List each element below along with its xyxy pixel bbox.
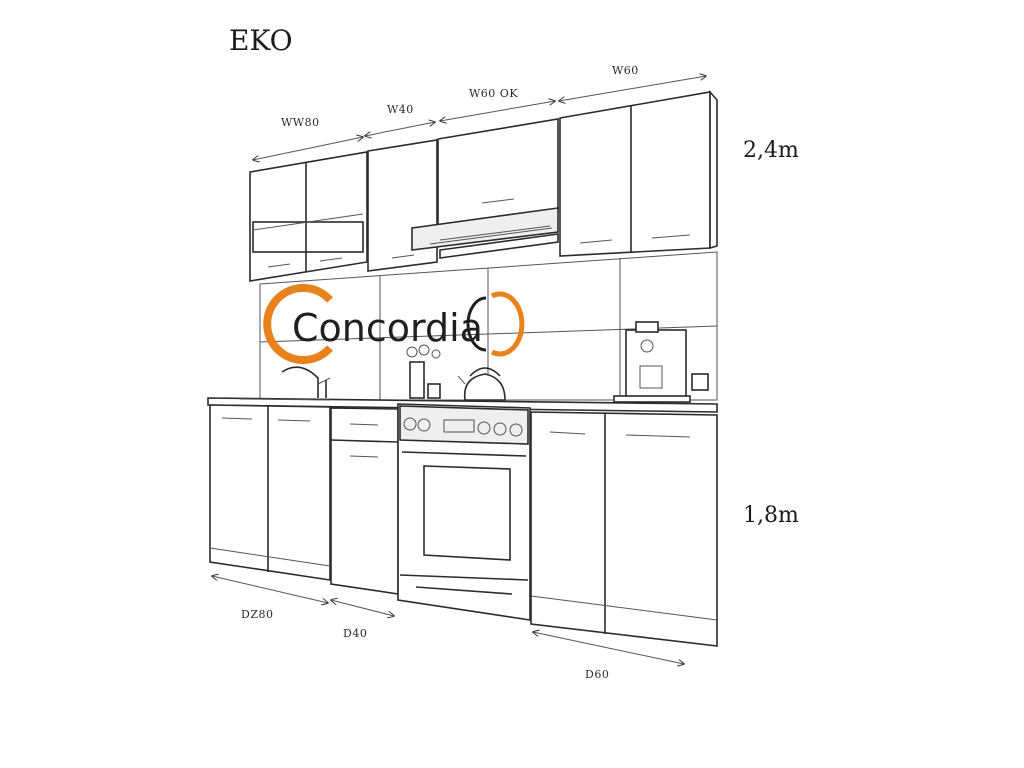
label-dz80: DZ80 — [241, 608, 273, 621]
vase — [406, 344, 441, 399]
upper-dimension-arrows — [253, 76, 706, 160]
upper-cabinets — [249, 89, 718, 282]
label-w40: W40 — [387, 103, 414, 116]
lower-dimension-arrows — [212, 576, 684, 664]
label-d60: D60 — [585, 668, 609, 681]
kettle — [457, 367, 506, 401]
wall-socket — [691, 373, 709, 391]
label-w60: W60 — [612, 64, 639, 77]
diagram-title: EKO — [229, 24, 293, 57]
label-d40: D40 — [343, 627, 367, 640]
label-ww80: WW80 — [281, 116, 320, 129]
backsplash — [259, 251, 718, 401]
coffee-machine — [613, 321, 691, 403]
label-w60ok: W60 OK — [469, 87, 518, 100]
lower-cabinets — [209, 403, 718, 647]
tap — [281, 366, 331, 398]
countertop — [207, 397, 718, 413]
height-upper: 2,4m — [743, 138, 799, 163]
height-lower: 1,8m — [743, 503, 799, 528]
logo-text: Concordia — [292, 306, 483, 350]
concordia-logo: Concordia — [263, 284, 525, 364]
